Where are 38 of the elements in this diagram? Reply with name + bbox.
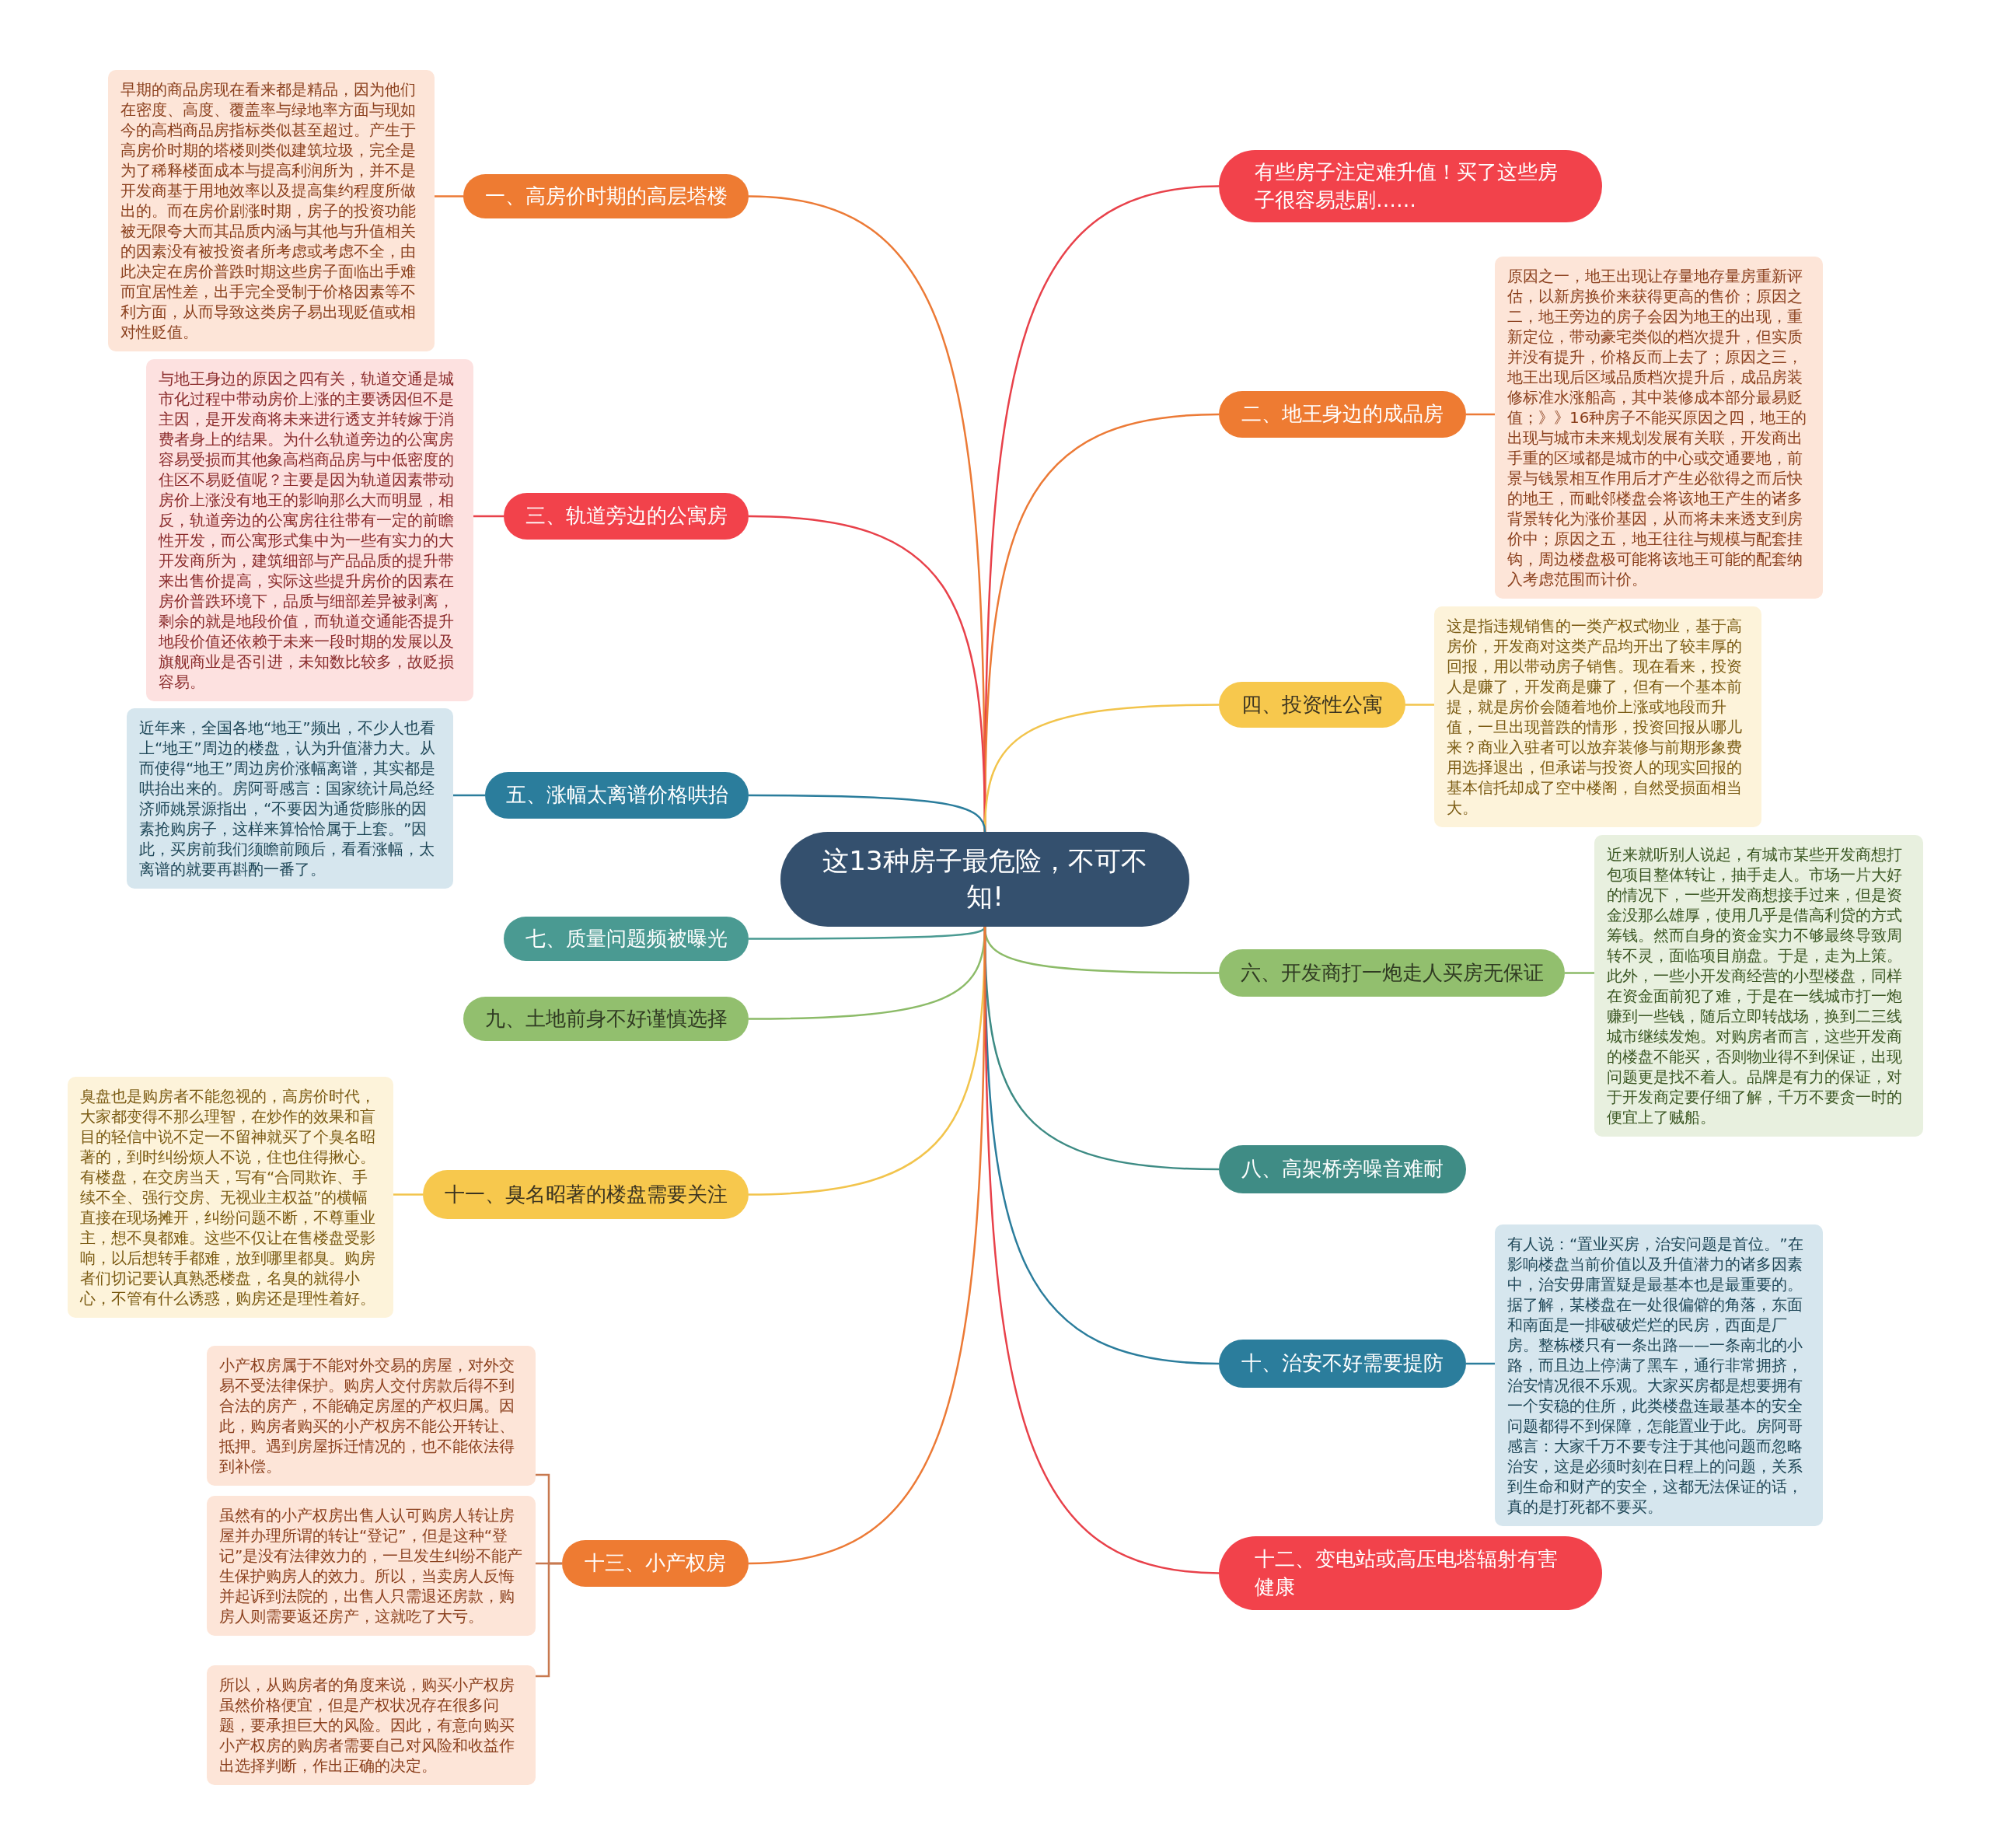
connector-line [393, 1193, 423, 1196]
branch-topic: 十一、臭名昭著的楼盘需要关注 [423, 1170, 749, 1219]
branch-topic: 六、开发商打一炮走人买房无保证 [1219, 949, 1565, 997]
note-card: 与地王身边的原因之四有关，轨道交通是城市化过程中带动房价上涨的主要诱因但不是主因，是开发商将未来进行透支并转嫁于消费者身上的结果。为什么轨道旁边的公寓房容易受损而其他象高档商品房与中低密度的住区不易贬值呢？主要是因为轨道因素带动房价上涨没有地王的影响那么大而明显，相反，轨道旁边的公寓房往往带有一定的前瞻性开发，而公寓形式集中为一些有实力的大开发商所为，建筑细部与产品品质的提升带来出售价提高，实际这些提升房价的因素在房价普跌环境下，品质与细部差异被剥离，剩余的就是地段价值，而轨道交通能否提升地段价值还依赖于未来一段时期的发展以及旗舰商业是否引进，未知数比较多，故贬损容易。 [146, 359, 473, 701]
connector-line [1466, 1362, 1495, 1365]
branch-topic: 十三、小产权房 [562, 1540, 749, 1587]
connector-line [749, 794, 986, 833]
connector-line [453, 794, 485, 797]
branch-topic: 二、地王身边的成品房 [1219, 391, 1466, 438]
note-card: 有人说：“置业买房，治安问题是首位。”在影响楼盘当前价值以及升值潜力的诸多因素中，治安毋庸置疑是最基本也是最重要的。据了解，某楼盘在一处很偏僻的角落，东面和南面是一排破破烂烂的民房，西面是厂房。整栋楼只有一条出路——一条南北的小路，而且边上停满了黑车，通行非常拥挤，治安情况很不乐观。大家买房都是想要拥有一个安稳的住所，此类楼盘连最基本的安全问题都得不到保障，怎能置业于此。房阿哥感言：大家千万不要专注于其他问题而忽略治安，这是必须时刻在日程上的问题，关系到生命和财产的安全，这都无法保证的话，真的是打死都不要买。 [1495, 1224, 1823, 1526]
note-card: 臭盘也是购房者不能忽视的，高房价时代，大家都变得不那么理智，在炒作的效果和盲目的轻信中说不定一不留神就买了个臭名昭著的，到时纠纷烦人不说，住也住得揪心。有楼盘，在交房当天，写有“合同欺诈、手续不全、强行交房、无视业主权益”的横幅直接在现场摊开，纠纷问题不断，不尊重业主，想不臭都难。这些不仅让在售楼盘受影响，以后想转手都难，放到哪里都臭。购房者们切记要认真熟悉楼盘，名臭的就得小心，不管有什么诱惑，购房还是理性着好。 [68, 1077, 393, 1318]
connector-line [748, 927, 986, 1565]
connector-line [749, 926, 986, 940]
connector-line [1466, 413, 1495, 416]
branch-topic: 十二、变电站或高压电塔辐射有害健康 [1219, 1536, 1602, 1610]
branch-topic: 一、高房价时期的高层塔楼 [463, 174, 749, 218]
branch-topic: 七、质量问题频被曝光 [504, 917, 749, 961]
connector-line [1565, 972, 1594, 974]
central-topic: 这13种房子最危险，不可不知! [780, 832, 1189, 927]
note-card: 早期的商品房现在看来都是精品，因为他们在密度、高度、覆盖率与绿地率方面与现如今的高档商品房指标类似甚至超过。产生于高房价时期的塔楼则类似建筑垃圾，完全是为了稀释楼面成本与提高利润所为，并不是开发商基于用地效率以及提高集约程度所做出的。而在房价剧涨时期，房子的投资功能被无限夸大而其品质内涵与其他与升值相关的因素没有被投资者所考虑或考虑不全，由此决定在房价普跌时期这些房子面临出手难而宜居性差，出手完全受制于价格因素等不利方面，从而导致这类房子易出现贬值或相对性贬值。 [108, 70, 435, 351]
branch-topic: 九、土地前身不好谨慎选择 [463, 997, 749, 1041]
note-card: 虽然有的小产权房出售人认可购房人转让房屋并办理所谓的转让“登记”，但是这种“登记”是没有法律效力的，一旦发生纠纷不能产生保护购房人的效力。所以，当卖房人反悔并起诉到法院的，出售人只需退还房款，购房人则需要返还房产，这就吃了大亏。 [207, 1496, 536, 1636]
connector-line [435, 195, 463, 197]
branch-topic: 四、投资性公寓 [1219, 682, 1405, 728]
note-card: 近年来，全国各地“地王”频出，不少人也看上“地王”周边的楼盘，认为升值潜力大。从而使得“地王”周边房价涨幅离谱，其实都是哄抬出来的。房阿哥感言：国家统计局总经济师姚景源指出，“不要因为通货膨胀的因素抢购房子，这样来算恰恰属于上套。”因此，买房前我们须瞻前顾后，看看涨幅，太离谱的就要再斟酌一番了。 [127, 708, 453, 889]
connector-line [473, 515, 504, 518]
branch-topic: 三、轨道旁边的公寓房 [504, 493, 749, 540]
branch-topic: 八、高架桥旁噪音难耐 [1219, 1145, 1466, 1193]
branch-topic: 有些房子注定难升值！买了这些房子很容易悲剧…… [1219, 150, 1602, 222]
branch-topic: 五、涨幅太离谱价格哄抬 [485, 772, 749, 819]
note-card: 这是指违规销售的一类产权式物业，基于高房价，开发商对这类产品均开出了较丰厚的回报，用以带动房子销售。现在看来，投资人是赚了，开发商是赚了，但有一个基本前提，就是房价会随着地价上涨或地段而升值，一旦出现普跌的情形，投资回报从哪儿来？商业入驻者可以放弃装修与前期形象费用选择退出，但承诺与投资人的现实回报的基本信托却成了空中楼阁，自然受损面相当大。 [1434, 606, 1761, 827]
note-card: 原因之一，地王出现让存量地存量房重新评估，以新房换价来获得更高的售价；原因之二，地王旁边的房子会因为地王的出现，重新定位，带动豪宅类似的档次提升，但实质并没有提升，价格反而上去了；原因之三，地王出现后区域品质档次提升后，成品房装修标准水涨船高，其中装修成本部分最易贬值；》》16种房子不能买原因之四，地王的出现与城市未来规划发展有关联，开发商出手重的区域都是城市的中心或交通要地，前景与钱景相互作用后才产生必欲得之而后快的地王，而毗邻楼盘会将该地王产生的诸多背景转化为涨价基因，从而将未来透支到房价中；原因之五，地王往往与规模与配套挂钩，周边楼盘极可能将该地王可能的配套纳入考虑范围而计价。 [1495, 257, 1823, 599]
connector-line [536, 1562, 562, 1678]
connector-line [1405, 704, 1434, 706]
note-card: 近来就听别人说起，有城市某些开发商想打包项目整体转让，抽手走人。市场一片大好的情况下，一些开发商想接手过来，但是资金没那么雄厚，使用几乎是借高利贷的方式筹钱。然而自身的资金实力不够最终导致周转不灵，面临项目崩盘。于是，走为上策。此外，一些小开发商经营的小型楼盘，同样在资金面前犯了难，于是在一线城市打一炮赚到一些钱，随后立即转战场，换到二三线城市继续发炮。对购房者而言，这些开发商的楼盘不能买，否则物业得不到保证，出现问题更是找不着人。品牌是有力的保证，对于开发商定要仔细了解，千万不要贪一时的便宜上了贼船。 [1594, 835, 1923, 1137]
branch-topic: 十、治安不好需要提防 [1219, 1340, 1466, 1388]
note-card: 小产权房属于不能对外交易的房屋，对外交易不受法律保护。购房人交付房款后得不到合法的房产，不能确定房屋的产权归属。因此，购房者购买的小产权房不能公开转让、抵押。遇到房屋拆迁情况的，也不能依法得到补偿。 [207, 1346, 536, 1486]
note-card: 所以，从购房者的角度来说，购买小产权房虽然价格便宜，但是产权状况存在很多问题，要承担巨大的风险。因此，有意向购买小产权房的购房者需要自己对风险和收益作出选择判断，作出正确的决定。 [207, 1665, 536, 1785]
